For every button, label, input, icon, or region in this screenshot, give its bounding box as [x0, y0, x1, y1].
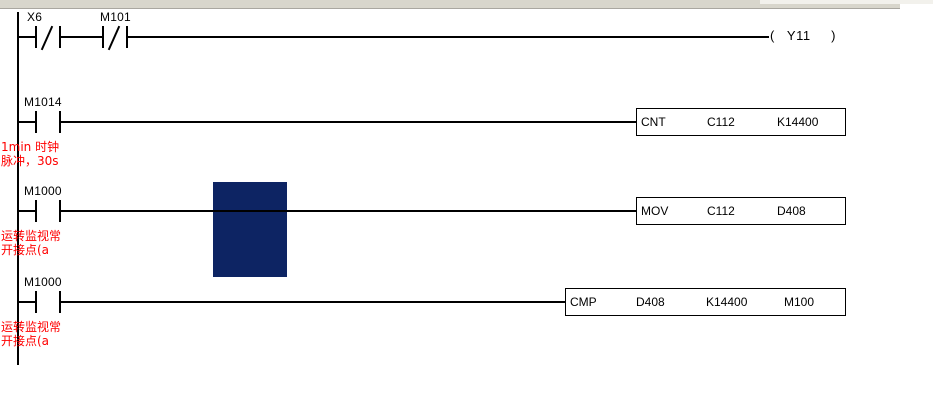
rung-4-wire-segment [61, 301, 565, 303]
instruction-name-cnt: CNT [641, 115, 666, 129]
toolbar-strip-gap [900, 4, 933, 8]
instruction-operand-2: D408 [777, 204, 806, 218]
contact-bar-right-icon [59, 111, 61, 133]
rung-3-wire-segment [61, 210, 636, 212]
contact-bar-right-icon [59, 291, 61, 313]
rung-3-wire-segment [18, 210, 35, 212]
instruction-name-cmp: CMP [570, 295, 597, 309]
contact-label-m1014: M1014 [24, 95, 62, 109]
contact-bar-left-icon [35, 26, 37, 48]
rung-3-comment: 运转监视常 开接点(a [1, 229, 62, 257]
contact-bar-right-icon [59, 26, 61, 48]
contact-bar-left-icon [35, 291, 37, 313]
contact-bar-left-icon [102, 26, 104, 48]
instruction-operand-2: K14400 [777, 115, 819, 129]
contact-m1000-rung4[interactable] [35, 291, 61, 313]
toolbar-strip-edge [0, 8, 900, 9]
contact-bar-left-icon [35, 111, 37, 133]
instruction-operand-1: C112 [707, 204, 735, 218]
instruction-operand-1: D408 [636, 295, 665, 309]
instruction-box-mov[interactable]: MOV C112 D408 [636, 197, 846, 225]
rung-1-wire-segment [61, 36, 102, 38]
contact-bar-right-icon [126, 26, 128, 48]
contact-bar-left-icon [35, 200, 37, 222]
contact-slash-icon [40, 25, 54, 51]
rung-4-wire-segment [18, 301, 35, 303]
rung-2-wire-segment [61, 121, 636, 123]
rung-2-wire-segment [18, 121, 35, 123]
contact-label-m1000-rung4: M1000 [24, 275, 62, 289]
contact-label-x6: X6 [27, 10, 43, 24]
contact-bar-right-icon [59, 200, 61, 222]
contact-m101[interactable] [102, 25, 128, 51]
instruction-operand-1: C112 [707, 115, 735, 129]
contact-m1014[interactable] [35, 111, 61, 133]
instruction-box-cnt[interactable]: CNT C112 K14400 [636, 108, 846, 136]
toolbar-strip [0, 0, 900, 8]
instruction-name-mov: MOV [641, 204, 669, 218]
rung-2-comment: 1min 时钟 脉冲，30s [1, 140, 60, 168]
left-power-rail [17, 12, 19, 365]
rung-4-comment: 运转监视常 开接点(a [1, 320, 62, 348]
contact-m1000-rung3[interactable] [35, 200, 61, 222]
output-coil-y11[interactable]: ( Y11 ) [770, 28, 836, 43]
contact-label-m101: M101 [100, 10, 131, 24]
contact-label-m1000-rung3: M1000 [24, 184, 62, 198]
rung-1-wire-segment [128, 36, 769, 38]
rung-1-wire-segment [18, 36, 35, 38]
selection-rectangle[interactable] [213, 182, 287, 277]
contact-slash-icon [107, 25, 121, 51]
instruction-operand-2: K14400 [706, 295, 748, 309]
selection-wire-overlay [213, 210, 287, 212]
toolbar-strip-highlight [760, 0, 933, 4]
instruction-box-cmp[interactable]: CMP D408 K14400 M100 [565, 288, 846, 316]
contact-x6[interactable] [35, 25, 61, 51]
instruction-operand-3: M100 [784, 295, 815, 309]
